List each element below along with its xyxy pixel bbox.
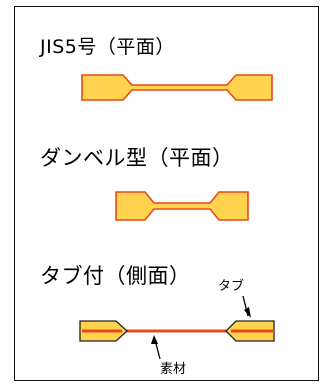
tabbed-heading: タブ付（側面） xyxy=(40,264,191,288)
jis5-heading: JIS5号（平面） xyxy=(40,36,175,58)
tab-label: タブ xyxy=(218,279,245,294)
material-pointer-arrow xyxy=(151,335,161,360)
dumbbell-specimen-shape xyxy=(115,191,249,221)
material-label: 素材 xyxy=(160,362,187,377)
dumbbell-heading: ダンベル型（平面） xyxy=(40,146,234,170)
tab-pointer-arrow xyxy=(242,295,251,318)
tabbed-specimen-side xyxy=(79,320,275,342)
jis5-specimen-shape xyxy=(81,74,273,101)
figure-frame xyxy=(14,6,319,381)
